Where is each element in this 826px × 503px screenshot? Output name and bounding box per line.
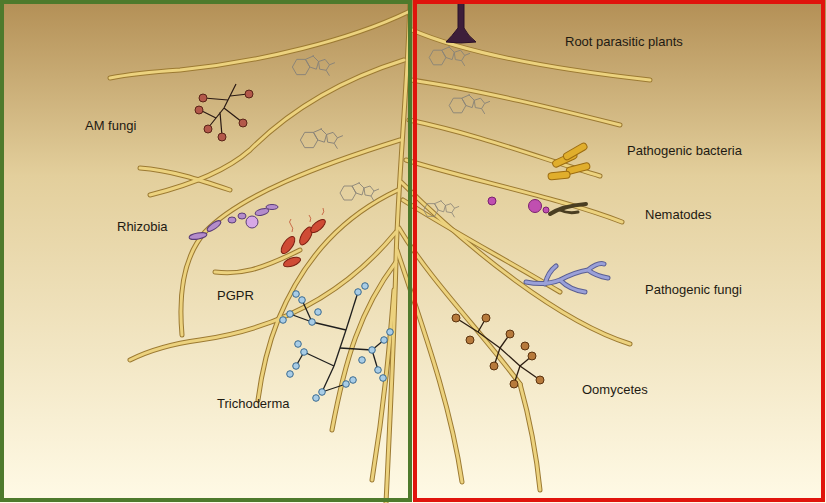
spore [490, 362, 498, 370]
spore [315, 309, 322, 316]
spore [319, 389, 326, 396]
root-outline [403, 200, 560, 292]
spore [380, 375, 387, 382]
root-outline [110, 12, 408, 78]
root-system [110, 0, 650, 503]
organism-label: AM fungi [85, 118, 136, 134]
root-fill [150, 60, 404, 195]
root-outline [332, 262, 396, 430]
organism-label: Root parasitic plants [565, 34, 683, 50]
root-fill [411, 80, 620, 125]
spore [381, 337, 388, 344]
root-fill [130, 232, 396, 360]
spore [521, 342, 529, 350]
spore [287, 371, 294, 378]
organism-label: Rhizobia [117, 219, 168, 235]
spore [280, 317, 287, 324]
spore [359, 357, 366, 364]
pathogenic-fungi [526, 264, 608, 292]
spore [355, 289, 362, 296]
hypha [340, 348, 372, 350]
root-fill [140, 168, 230, 190]
spore [295, 341, 302, 348]
spore [375, 367, 382, 374]
organism-label: Pathogenic bacteria [627, 143, 742, 159]
harmful-panel [415, 2, 823, 500]
spore [369, 347, 376, 354]
spore [466, 336, 474, 344]
beneficial-panel [2, 2, 410, 500]
parasitic-plant [446, 0, 476, 43]
spore [536, 376, 544, 384]
spore [528, 352, 536, 360]
hypha [304, 352, 334, 366]
root-outline [411, 80, 620, 125]
hypha [500, 348, 520, 366]
hypha [478, 332, 500, 348]
spore [293, 291, 300, 298]
spore [350, 377, 357, 384]
spore [301, 349, 308, 356]
strigolactone-molecule [292, 43, 490, 217]
pathogenic-bacteria [548, 142, 591, 180]
spore [343, 381, 350, 388]
organism-label: Nematodes [645, 207, 711, 223]
root-fill [401, 182, 630, 344]
hypha [312, 322, 346, 330]
pgpr-bacteria [279, 208, 328, 269]
spore [482, 314, 490, 322]
root-fill [181, 140, 400, 335]
organism-label: Trichoderma [217, 396, 289, 412]
root-outline [397, 250, 462, 482]
nematodes [488, 197, 586, 214]
root-fill [406, 160, 622, 222]
spore [293, 363, 300, 370]
spore [313, 395, 320, 402]
spore [309, 319, 316, 326]
spore [506, 330, 514, 338]
spore [387, 329, 394, 336]
root-outline [520, 384, 540, 490]
root-outline [401, 182, 630, 344]
spore [452, 314, 460, 322]
root-fill [332, 262, 396, 430]
organism-label: Oomycetes [582, 382, 648, 398]
root-fill [110, 12, 408, 78]
organism-label: Pathogenic fungi [645, 282, 742, 298]
root-fill [372, 290, 394, 480]
organism-label: PGPR [217, 288, 254, 304]
root-fill [397, 250, 462, 482]
spore [510, 380, 518, 388]
root-fill [409, 120, 600, 176]
hypha [346, 292, 358, 330]
spore [299, 297, 306, 304]
spore [287, 311, 294, 318]
root-fill [403, 200, 560, 292]
spore [362, 283, 369, 290]
rhizobia [189, 205, 278, 241]
root-outline [406, 160, 622, 222]
am-fungi [195, 84, 253, 141]
root-fill [520, 384, 540, 490]
